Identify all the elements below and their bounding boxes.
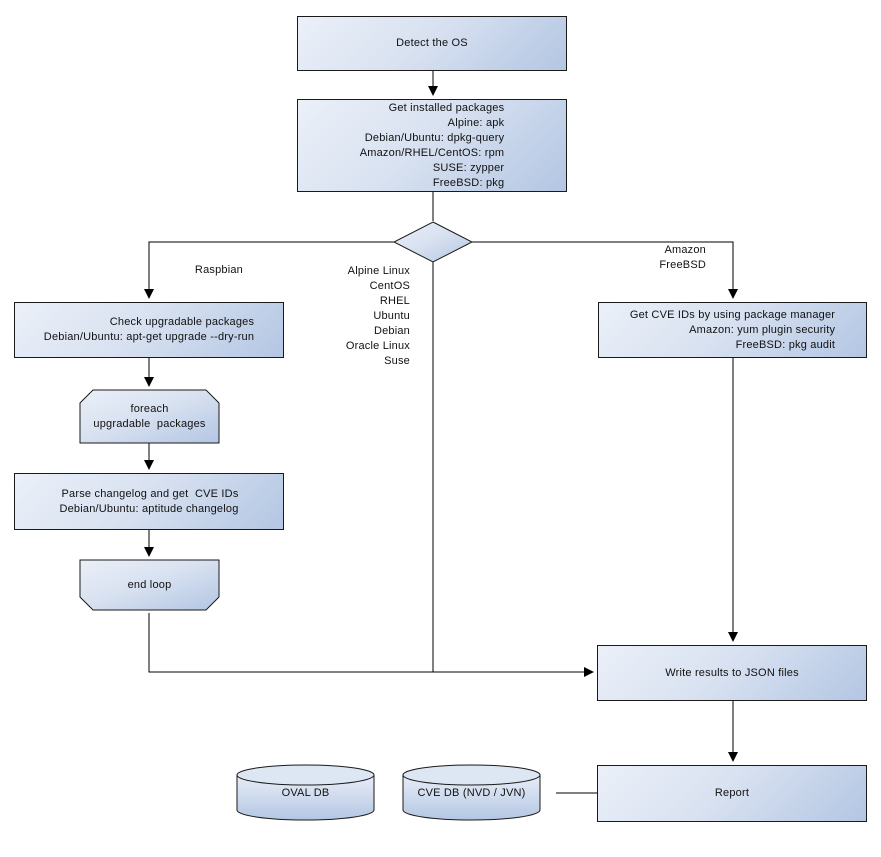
end-loop-label: end loop (127, 578, 172, 591)
foreach-loop-label: foreach upgradable packages (93, 402, 206, 430)
node-get-cve-ids: Get CVE IDs by using package manager Ama… (598, 302, 867, 358)
edge-label-raspbian: Raspbian (194, 264, 243, 276)
node-report: Report (597, 765, 867, 822)
node-get-installed-packages-label: Get installed packages Alpine: apk Debia… (359, 101, 505, 189)
end-loop-shape (79, 559, 220, 611)
node-get-installed-packages: Get installed packages Alpine: apk Debia… (297, 99, 567, 192)
node-parse-changelog: Parse changelog and get CVE IDs Debian/U… (14, 473, 284, 530)
node-detect-os-label: Detect the OS (396, 37, 468, 49)
decision-diamond (392, 221, 474, 263)
edge-label-os-list: Alpine Linux CentOS RHEL Ubuntu Debian O… (345, 265, 410, 367)
connector-decision-to-check-upgradable (144, 241, 394, 299)
connector-endloop-to-write (148, 613, 594, 677)
node-detect-os: Detect the OS (297, 16, 567, 71)
node-parse-changelog-label: Parse changelog and get CVE IDs Debian/U… (59, 487, 239, 515)
node-write-results: Write results to JSON files (597, 645, 867, 701)
node-check-upgradable-packages: Check upgradable packages Debian/Ubuntu:… (14, 302, 284, 358)
node-get-cve-ids-label: Get CVE IDs by using package manager Ama… (629, 308, 836, 351)
node-report-label: Report (714, 787, 750, 799)
oval-db-label: OVAL DB (281, 787, 330, 799)
node-check-upgradable-packages-label: Check upgradable packages Debian/Ubuntu:… (43, 316, 255, 343)
connector-decision-to-getcve (472, 241, 738, 299)
edge-label-amazon-freebsd: Amazon FreeBSD (659, 244, 706, 271)
oval-db-cylinder (236, 764, 375, 821)
node-write-results-label: Write results to JSON files (665, 666, 799, 679)
foreach-loop-shape (79, 389, 220, 444)
cve-db-label: CVE DB (NVD / JVN) (417, 787, 526, 799)
cve-db-cylinder (402, 764, 541, 821)
